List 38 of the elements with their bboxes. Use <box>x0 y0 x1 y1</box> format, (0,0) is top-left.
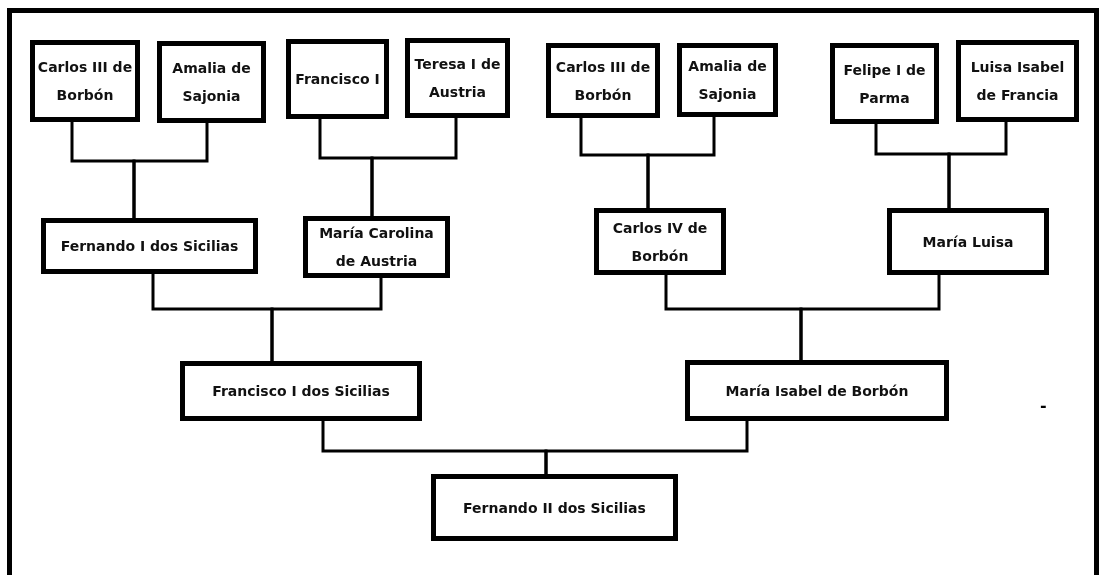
person-name: Francisco I dos Sicilias <box>212 382 390 401</box>
person-box <box>887 208 1049 275</box>
family-connector <box>132 123 209 218</box>
person-name: María Isabel de Borbón <box>725 381 909 401</box>
person-box <box>594 208 726 275</box>
person-name: Francisco I <box>295 70 380 89</box>
person-box <box>180 361 422 421</box>
person-box <box>546 43 660 118</box>
person-box <box>830 43 939 124</box>
person-name: Fernando I dos Sicilias <box>60 237 239 256</box>
person-name: Luisa Isabel de Francia <box>969 58 1066 105</box>
person-box <box>157 41 266 123</box>
person-box <box>956 40 1079 122</box>
person-name: Carlos III de Borbón <box>554 57 652 105</box>
person-box <box>286 39 389 119</box>
person-box <box>431 474 678 541</box>
person-box <box>303 216 450 278</box>
stray-mark: - <box>1040 396 1047 415</box>
person-name: María Luisa <box>922 232 1014 252</box>
person-box <box>30 40 140 122</box>
person-box <box>685 360 949 421</box>
person-name: María Carolina de Austria <box>318 224 435 271</box>
family-connector <box>947 122 1008 208</box>
person-name: Carlos III de Borbón <box>36 58 134 105</box>
person-name: Teresa I de Austria <box>413 55 502 102</box>
family-connector <box>544 421 749 474</box>
person-name: Amalia de Sajonia <box>687 57 768 104</box>
person-name: Amalia de Sajonia <box>171 59 252 106</box>
person-name: Carlos IV de Borbón <box>611 218 709 266</box>
person-box <box>677 43 778 117</box>
family-connector <box>270 278 383 361</box>
person-name: Fernando II dos Sicilias <box>463 498 646 518</box>
person-box <box>405 38 510 118</box>
family-connector <box>646 117 716 208</box>
family-connector <box>370 118 458 216</box>
person-box <box>41 218 258 274</box>
person-name: Felipe I de Parma <box>842 60 927 108</box>
family-connector <box>799 275 941 360</box>
